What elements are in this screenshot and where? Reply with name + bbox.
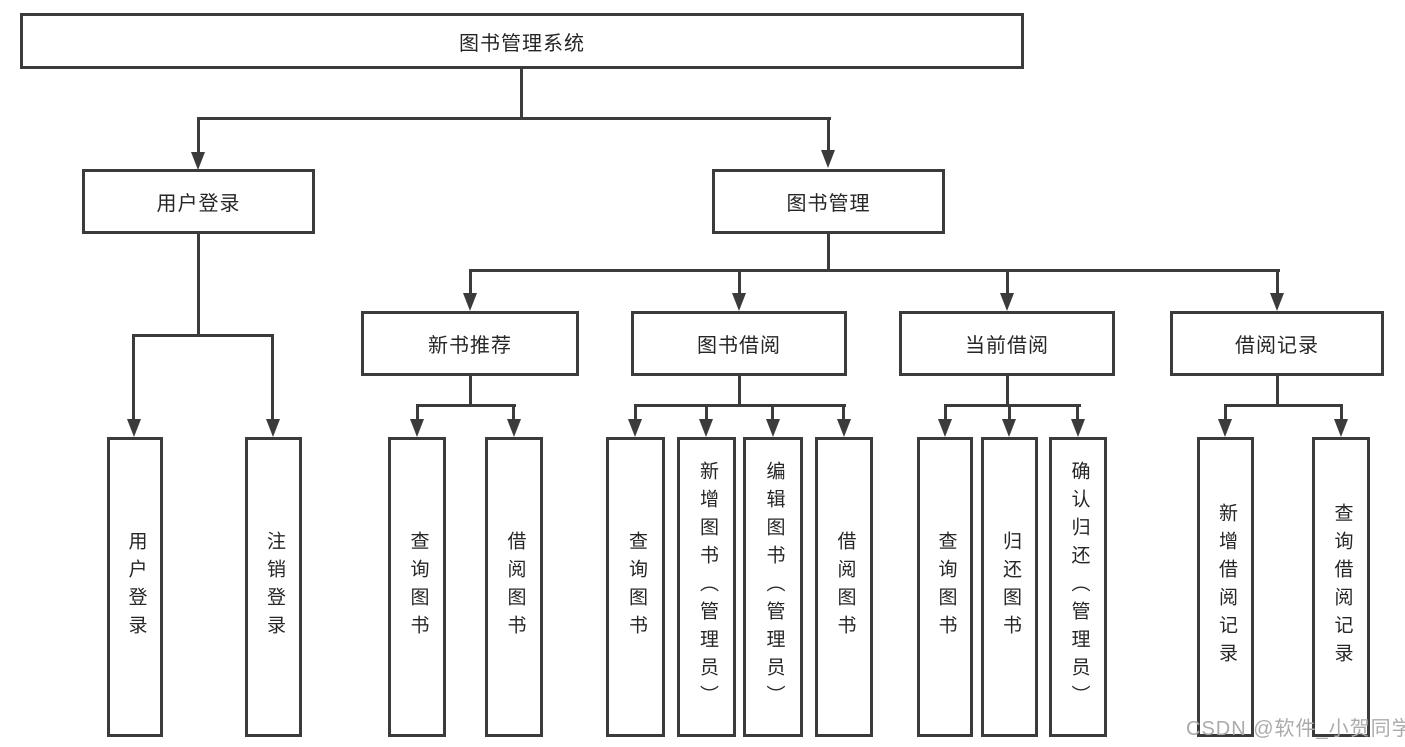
leaf-query-books-current-label: 查询图书 — [935, 531, 957, 643]
leaf-return-books-label: 归还图书 — [999, 531, 1021, 643]
arrowhead-q2 — [628, 419, 642, 437]
leaf-edit-books-admin: 编辑图书（管理员） — [743, 437, 803, 737]
connector-root-stem — [520, 69, 523, 120]
connector-userlogin-stem — [197, 234, 200, 337]
leaf-edit-books-admin-label: 编辑图书（管理员） — [763, 461, 785, 713]
connector-borrowing-stem — [738, 376, 741, 407]
arrowhead-book-management — [821, 150, 835, 168]
arrowhead-edit — [766, 419, 780, 437]
arrowhead-q3 — [938, 419, 952, 437]
arrowhead-current — [1000, 293, 1014, 311]
node-root-library-system: 图书管理系统 — [20, 13, 1024, 69]
connector-drop-book-management — [827, 117, 830, 153]
arrowhead-q1 — [410, 419, 424, 437]
leaf-query-books-recommend: 查询图书 — [388, 437, 446, 737]
connector-drop-b2 — [842, 404, 845, 421]
leaf-add-borrow-record: 新增借阅记录 — [1197, 437, 1254, 737]
connector-drop-current — [1006, 269, 1009, 296]
leaf-confirm-return-admin-label: 确认归还（管理员） — [1068, 461, 1090, 713]
arrowhead-b2 — [837, 419, 851, 437]
node-current-borrowing: 当前借阅 — [899, 311, 1115, 376]
connector-drop-queryrec — [1340, 404, 1343, 421]
leaf-query-borrow-record-label: 查询借阅记录 — [1331, 503, 1353, 671]
leaf-query-books-recommend-label: 查询图书 — [407, 531, 429, 643]
arrowhead-add — [699, 419, 713, 437]
node-book-borrowing: 图书借阅 — [631, 311, 847, 376]
csdn-watermark: CSDN @软件_小贺同学 — [1186, 718, 1405, 740]
connector-drop-addrec — [1224, 404, 1227, 421]
node-borrowing-records-label: 借阅记录 — [1235, 335, 1319, 357]
connector-drop-records — [1276, 269, 1279, 296]
leaf-add-borrow-record-label: 新增借阅记录 — [1215, 503, 1237, 671]
connector-drop-recommend — [469, 269, 472, 296]
connector-drop-confirm — [1076, 404, 1079, 421]
arrowhead-b1 — [507, 419, 521, 437]
connector-recommend-rail — [416, 404, 516, 407]
node-borrowing-records: 借阅记录 — [1170, 311, 1384, 376]
arrowhead-user-login — [191, 152, 205, 170]
arrowhead-queryrec — [1334, 419, 1348, 437]
leaf-logout: 注销登录 — [245, 437, 302, 737]
connector-drop-q1 — [416, 404, 419, 421]
node-book-borrowing-label: 图书借阅 — [697, 335, 781, 357]
node-new-book-recommendation-label: 新书推荐 — [428, 335, 512, 357]
connector-borrowing-rail — [634, 404, 846, 407]
leaf-add-books-admin-label: 新增图书（管理员） — [696, 461, 718, 713]
connector-bookmgmt-stem — [827, 233, 830, 272]
arrowhead-return — [1002, 419, 1016, 437]
leaf-query-books-current: 查询图书 — [917, 437, 973, 737]
leaf-query-books-borrowing-label: 查询图书 — [625, 531, 647, 643]
node-user-login: 用户登录 — [82, 169, 315, 234]
node-book-management-label: 图书管理 — [786, 193, 871, 215]
connector-root-rail — [197, 117, 831, 120]
leaf-borrow-books-recommend: 借阅图书 — [485, 437, 543, 737]
leaf-user-login: 用户登录 — [107, 437, 163, 737]
arrowhead-recommend — [463, 293, 477, 311]
connector-drop-user-login — [197, 117, 200, 155]
connector-current-rail — [944, 404, 1081, 407]
leaf-borrow-books-recommend-label: 借阅图书 — [504, 531, 526, 643]
connector-drop-q3 — [944, 404, 947, 421]
leaf-borrow-books-label: 借阅图书 — [834, 531, 856, 643]
leaf-logout-label: 注销登录 — [263, 531, 285, 643]
leaf-return-books: 归还图书 — [981, 437, 1038, 737]
arrowhead-leaf-logout — [266, 419, 280, 437]
arrowhead-leaf-user-login — [127, 419, 141, 437]
leaf-query-borrow-record: 查询借阅记录 — [1312, 437, 1370, 737]
connector-drop-b1 — [512, 404, 515, 421]
arrowhead-confirm — [1071, 419, 1085, 437]
node-user-login-label: 用户登录 — [156, 193, 241, 215]
connector-drop-q2 — [634, 404, 637, 421]
leaf-user-login-label: 用户登录 — [125, 531, 147, 643]
connector-bookmgmt-rail — [469, 269, 1280, 272]
connector-drop-leaf-logout — [271, 334, 274, 421]
connector-current-stem — [1006, 376, 1009, 407]
arrowhead-borrowing — [732, 293, 746, 311]
connector-drop-borrowing — [738, 269, 741, 296]
leaf-confirm-return-admin: 确认归还（管理员） — [1049, 437, 1107, 737]
node-book-management: 图书管理 — [712, 169, 945, 234]
connector-drop-leaf-user-login — [132, 334, 135, 421]
connector-recommend-stem — [469, 376, 472, 407]
connector-records-rail — [1224, 404, 1343, 407]
leaf-add-books-admin: 新增图书（管理员） — [677, 437, 736, 737]
arrowhead-addrec — [1218, 419, 1232, 437]
node-current-borrowing-label: 当前借阅 — [965, 335, 1049, 357]
connector-drop-edit — [771, 404, 774, 421]
leaf-borrow-books: 借阅图书 — [815, 437, 873, 737]
node-new-book-recommendation: 新书推荐 — [361, 311, 579, 376]
leaf-query-books-borrowing: 查询图书 — [606, 437, 665, 737]
node-root-label: 图书管理系统 — [459, 32, 585, 55]
connector-drop-add — [705, 404, 708, 421]
connector-userlogin-rail — [132, 334, 274, 337]
connector-records-stem — [1276, 376, 1279, 407]
connector-drop-return — [1008, 404, 1011, 421]
arrowhead-records — [1270, 293, 1284, 311]
